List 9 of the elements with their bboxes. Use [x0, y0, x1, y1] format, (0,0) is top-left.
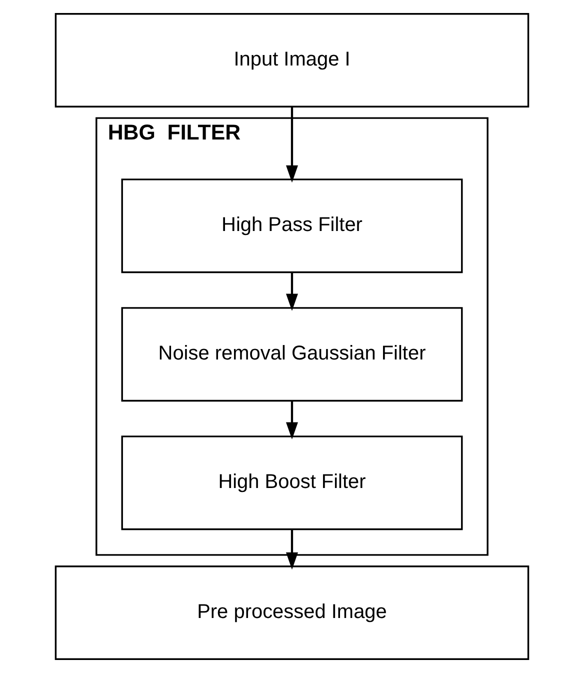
arrow	[286, 107, 298, 183]
node-box: Noise removal Gaussian Filter	[121, 307, 463, 402]
arrow	[286, 529, 298, 570]
node-box: High Pass Filter	[121, 178, 463, 274]
node-box: Input Image I	[54, 12, 530, 108]
arrow	[286, 401, 298, 440]
arrow	[286, 272, 298, 311]
node-box: Pre processed Image	[54, 566, 530, 660]
node-box: High Boost Filter	[121, 436, 463, 530]
